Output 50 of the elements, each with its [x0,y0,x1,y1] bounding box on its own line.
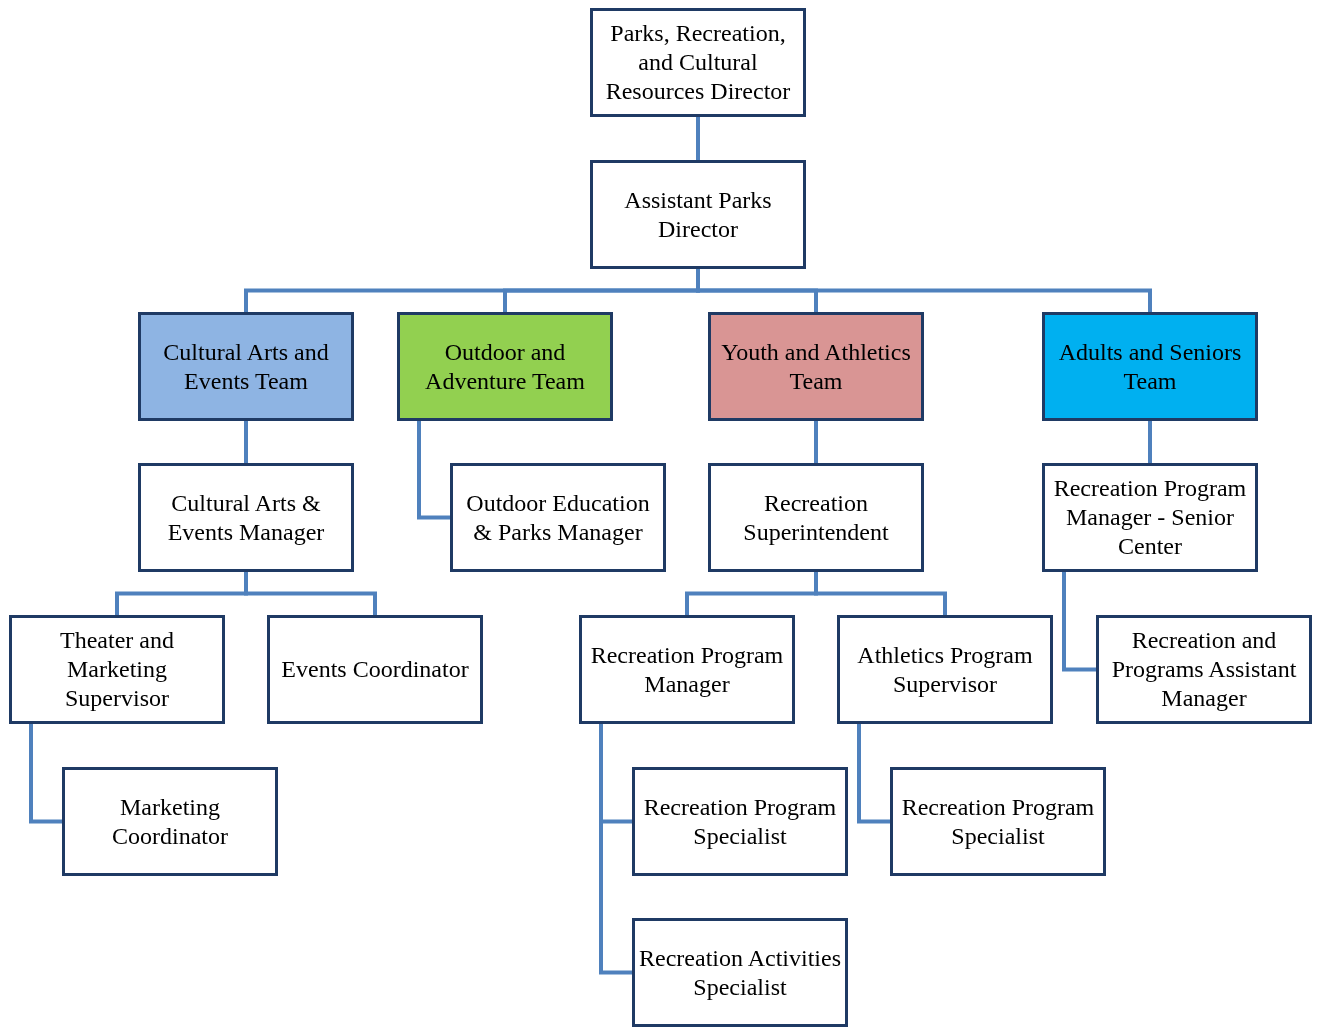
position-title: Events Coordinator [281,655,469,684]
position-title: Cultural Arts & Events Manager [166,488,326,547]
position-title: Recreation Activities Specialist [638,943,842,1002]
org-box [837,615,1053,724]
position-title: Parks, Recreation, and Cultural Resources Director [604,19,792,106]
org-box [632,767,848,876]
connector-line [857,724,890,824]
connector-line [29,724,62,824]
connector-line [1062,572,1096,672]
org-box [632,918,848,1027]
org-box [138,312,354,421]
connector-line [599,724,632,975]
position-title: Recreation Program Manager [589,640,785,699]
org-box [708,312,924,421]
position-title: Marketing Coordinator [111,792,229,851]
connector-line [417,421,450,520]
connector-line [696,117,700,160]
org-box [450,463,666,572]
position-title: Youth and Athletics Team [720,337,912,396]
org-box [890,767,1106,876]
org-box [579,615,795,724]
position-title: Outdoor Education & Parks Manager [465,488,651,547]
connector-line [244,421,248,463]
org-box [9,615,225,724]
position-title: Theater and Marketing Supervisor [59,626,175,713]
org-box [1042,463,1258,572]
org-box [138,463,354,572]
position-title: Adults and Seniors Team [1057,337,1243,396]
connector-line [814,572,947,615]
position-title: Assistant Parks Director [623,185,773,244]
position-title: Outdoor and Adventure Team [424,337,586,396]
position-title: Recreation Program Specialist [900,792,1096,851]
org-box [590,160,806,269]
org-box [1042,312,1258,421]
org-box [1096,615,1312,724]
position-title: Recreation and Programs Assistant Manager [1110,626,1298,713]
connector-line [1148,421,1152,463]
org-box [267,615,483,724]
org-box [708,463,924,572]
org-box [62,767,278,876]
position-title: Cultural Arts and Events Team [162,337,330,396]
org-box [397,312,613,421]
position-title: Recreation Program Manager - Senior Center [1052,474,1248,561]
position-title: Recreation Program Specialist [642,792,838,851]
connector-line [244,572,377,615]
position-title: Athletics Program Supervisor [856,640,1034,699]
connector-line [814,421,818,463]
connector-line [696,269,1152,312]
position-title: Recreation Superintendent [742,488,890,547]
org-box [590,8,806,117]
